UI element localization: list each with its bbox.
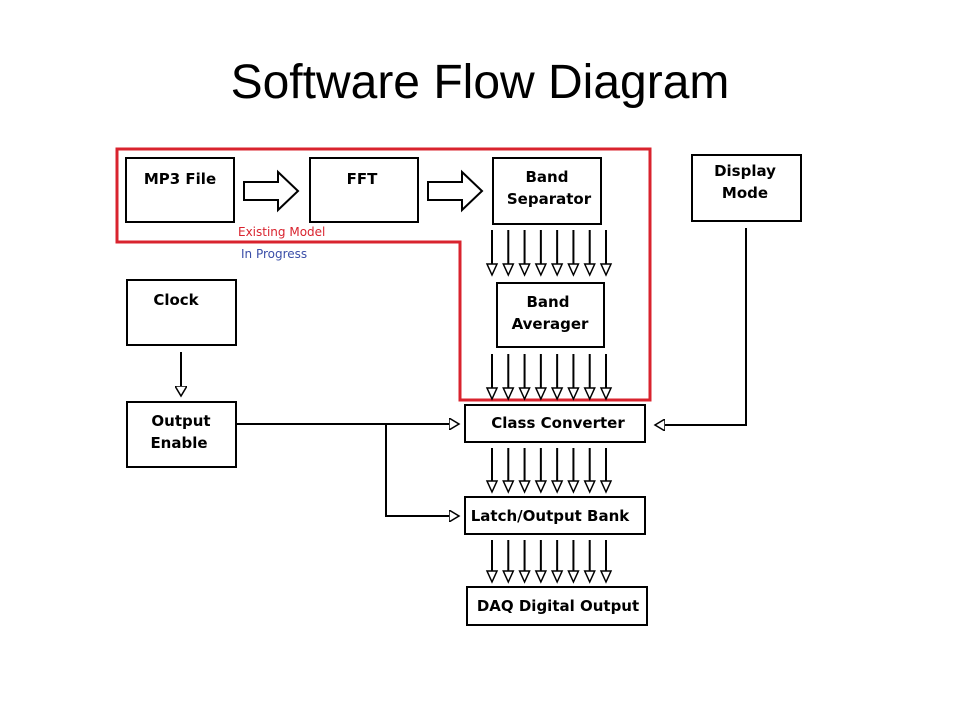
display-mode-block: Display Mode [691, 154, 802, 222]
svg-text:Clock: Clock [153, 291, 199, 309]
display-to-converter-arrow [655, 228, 747, 425]
averager-to-converter-bus [485, 354, 613, 401]
output-enable-block: Output Enable [126, 401, 237, 468]
svg-text:Display: Display [714, 162, 776, 180]
svg-text:Latch/Output Bank: Latch/Output Bank [471, 507, 631, 525]
svg-text:Averager: Averager [512, 315, 589, 333]
latch-to-daq-bus [485, 540, 613, 584]
bus-arrowhead [583, 570, 596, 584]
fft-block: FFT [309, 157, 419, 223]
bus-arrowhead [550, 570, 564, 584]
bus-arrowhead [583, 480, 596, 494]
existing-model-label: Existing Model [238, 225, 325, 239]
bus-arrowhead [485, 570, 499, 584]
bus-arrowhead [567, 480, 580, 494]
class-converter-block: Class Converter [464, 404, 646, 443]
enable-to-latch-arrow [385, 424, 459, 516]
bus-arrowhead [518, 570, 531, 584]
existing-model-outline [115, 147, 652, 402]
svg-text:Output: Output [151, 412, 210, 430]
bus-arrowhead [518, 263, 531, 277]
bus-arrowhead [502, 263, 515, 277]
clock-block: Clock [126, 279, 237, 346]
bus-arrowhead [485, 263, 499, 277]
svg-text:FFT: FFT [347, 170, 378, 188]
converter-to-latch-bus [485, 448, 613, 494]
bus-arrowhead [502, 387, 515, 401]
mp3-to-fft-arrow [243, 169, 300, 213]
in-progress-label: In Progress [241, 247, 307, 261]
bus-arrowhead [485, 480, 499, 494]
svg-text:MP3 File: MP3 File [144, 170, 216, 188]
bus-arrowhead [567, 263, 580, 277]
bus-arrowhead [599, 480, 613, 494]
bus-arrowhead [583, 263, 596, 277]
bus-arrowhead [502, 480, 515, 494]
svg-text:Band: Band [526, 168, 569, 186]
band-separator-block: Band Separator [492, 157, 602, 225]
bus-arrowhead [550, 480, 564, 494]
bus-arrowhead [518, 387, 531, 401]
mp3-file-block: MP3 File [125, 157, 235, 223]
bus-arrowhead [567, 570, 580, 584]
svg-text:Mode: Mode [722, 184, 768, 202]
svg-text:Class Converter: Class Converter [491, 414, 625, 432]
bus-arrowhead [550, 387, 564, 401]
bus-arrowhead [534, 570, 548, 584]
bus-arrowhead [534, 480, 548, 494]
separator-to-averager-bus [485, 230, 613, 277]
bus-arrowhead [534, 387, 548, 401]
bus-arrowhead [518, 480, 531, 494]
bus-arrowhead [534, 263, 548, 277]
svg-text:Enable: Enable [150, 434, 207, 452]
bus-arrowhead [583, 387, 596, 401]
svg-text:DAQ Digital Output: DAQ Digital Output [477, 597, 639, 615]
bus-arrowhead [485, 387, 499, 401]
bus-arrowhead [550, 263, 564, 277]
bus-arrowhead [599, 570, 613, 584]
svg-text:Separator: Separator [507, 190, 592, 208]
page-title: Software Flow Diagram [230, 56, 730, 109]
band-averager-block: Band Averager [496, 282, 605, 348]
bus-arrowhead [502, 570, 515, 584]
bus-arrowhead [599, 387, 613, 401]
svg-text:Band: Band [527, 293, 570, 311]
bus-arrowhead [599, 263, 613, 277]
daq-digital-output-block: DAQ Digital Output [466, 586, 648, 626]
latch-output-bank-block: Latch/Output Bank [464, 496, 646, 535]
bus-arrowhead [567, 387, 580, 401]
fft-to-separator-arrow [427, 169, 484, 213]
